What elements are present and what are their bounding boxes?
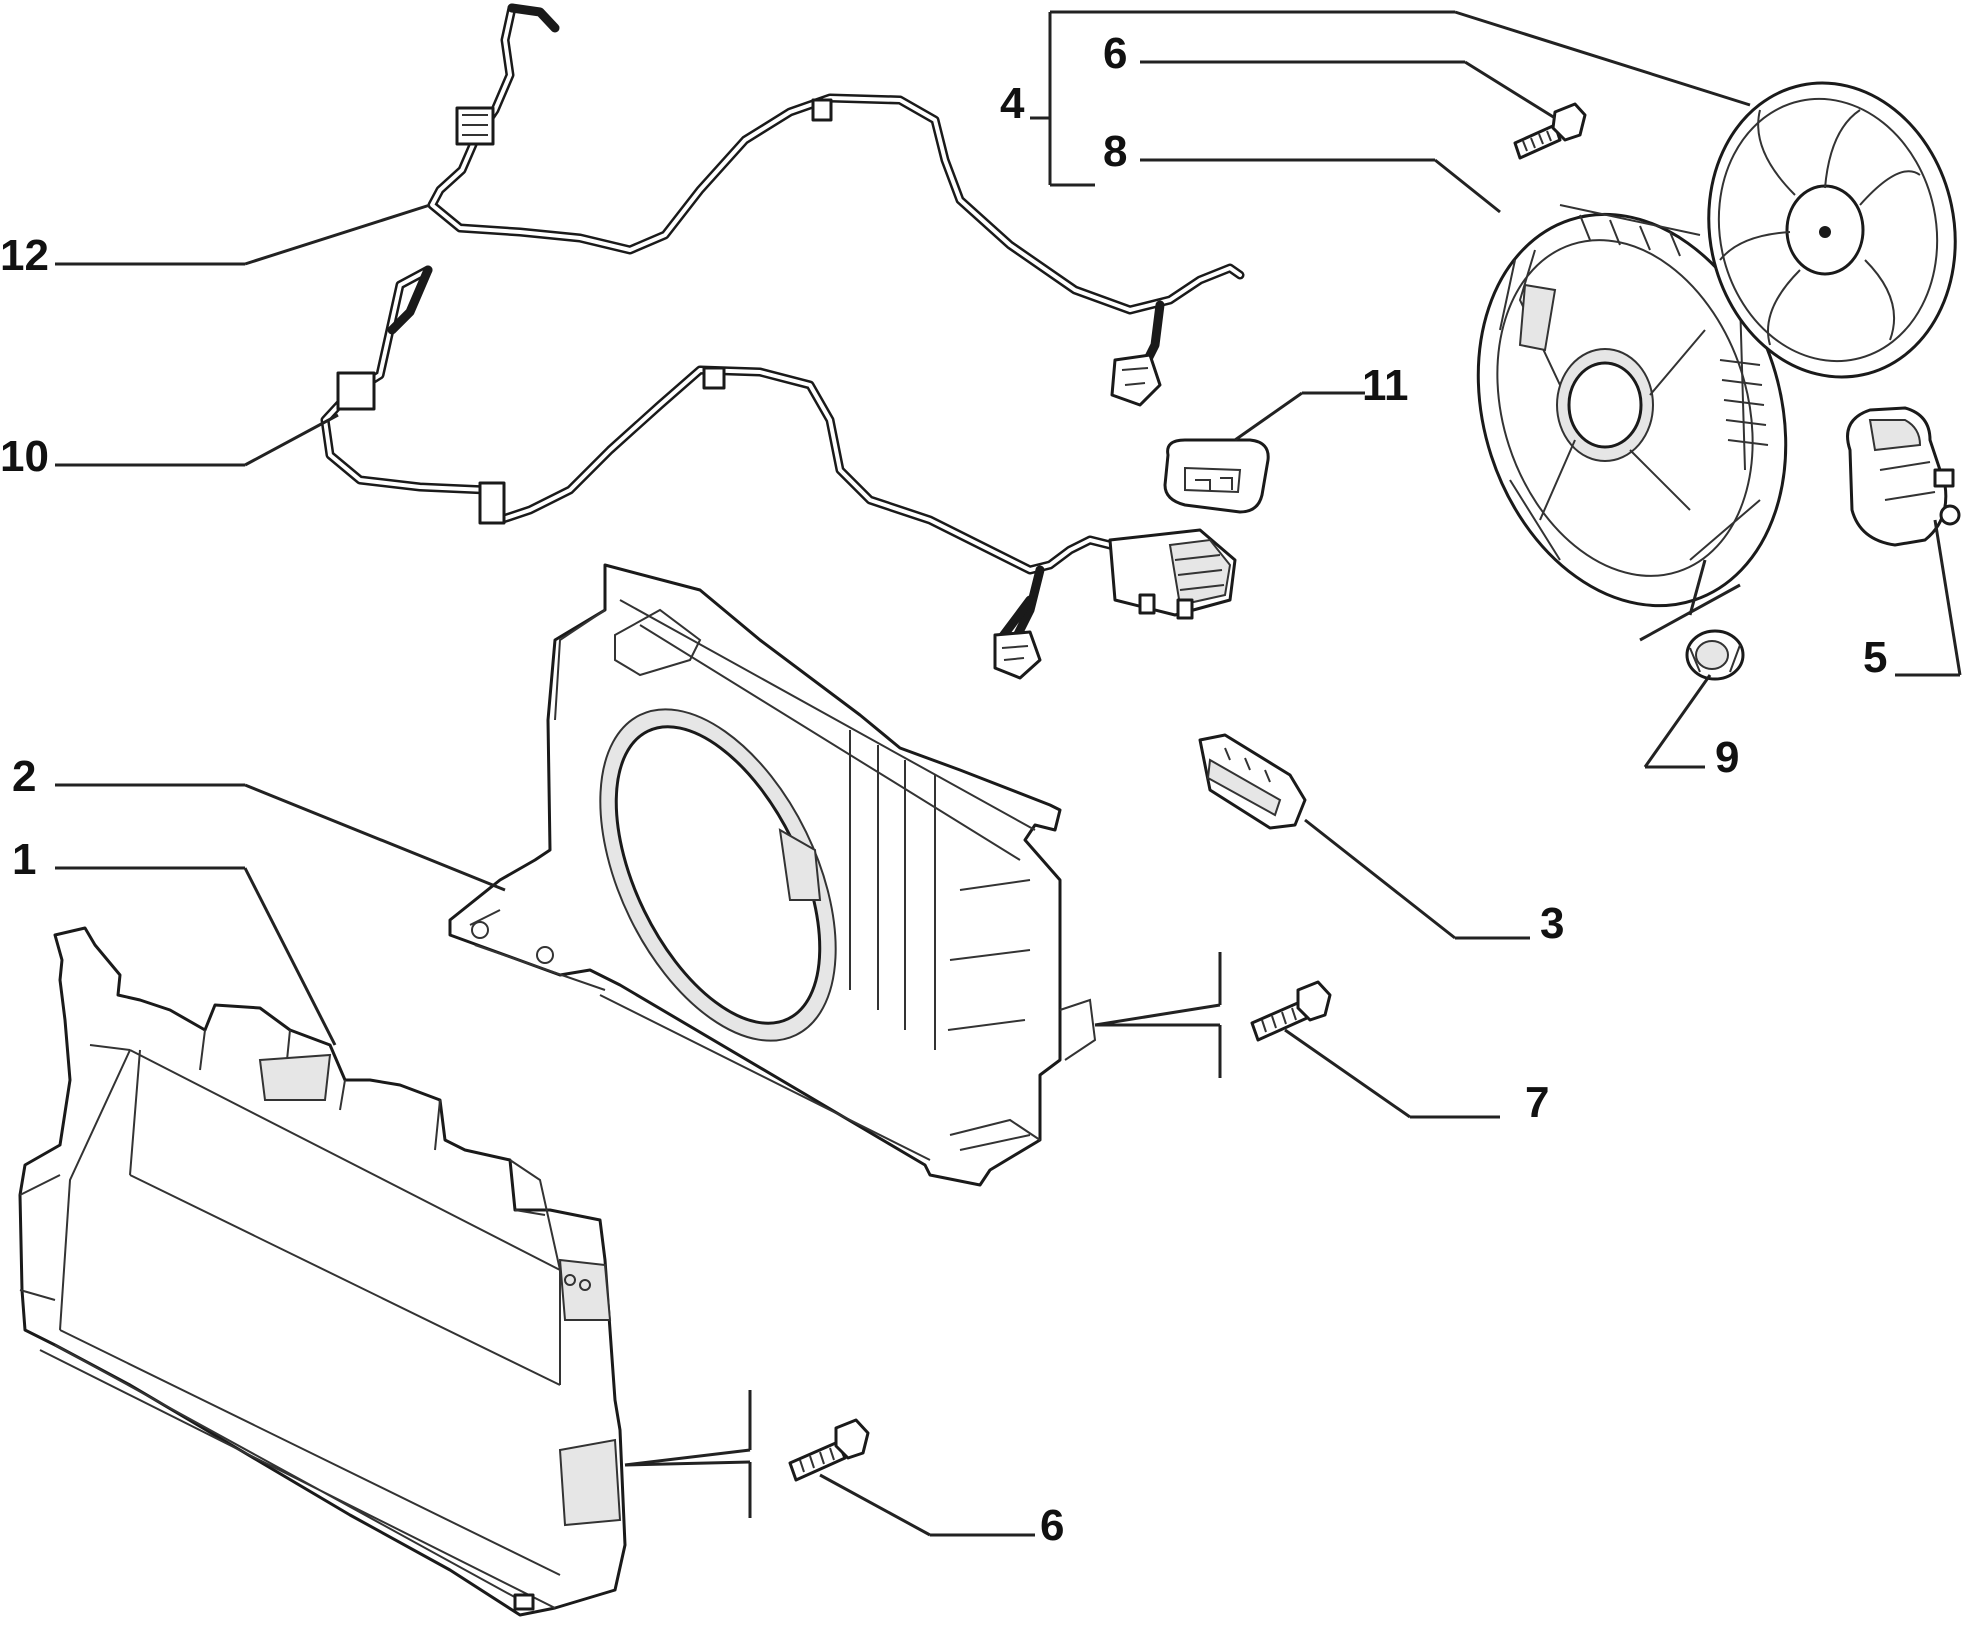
part-3-resistor (1198, 733, 1307, 830)
callout-6-top: 6 (1103, 29, 1127, 78)
part-5-connector (1846, 406, 1961, 547)
leader-3 (1304, 818, 1456, 940)
leader-9-angle (1643, 674, 1712, 768)
callout-12: 12 (0, 231, 49, 280)
leader-6-bottom (819, 1473, 931, 1537)
callout-6-bottom: 6 (1040, 1501, 1064, 1550)
callout-4: 4 (1000, 79, 1025, 128)
part-1-support-frame (18, 926, 627, 1617)
leader-12-angle (244, 203, 431, 266)
fan-impeller (1707, 81, 1957, 379)
part-12-wiring-harness (427, 3, 1245, 407)
leader-2-angle (244, 783, 506, 892)
part-6-bolt-bottom (624, 1390, 870, 1518)
part-7-bolt (1094, 952, 1332, 1078)
part-8-fan-shroud (1476, 204, 1788, 608)
part-9-bushing (1639, 559, 1745, 681)
leader-10-angle (244, 413, 339, 467)
part-10-wiring-harness (320, 265, 1237, 680)
callout-2: 2 (12, 752, 36, 801)
leader-5-angle (1933, 519, 1962, 676)
callout-1: 1 (12, 835, 36, 884)
leader-1-angle (243, 867, 337, 1046)
callout-5: 5 (1863, 633, 1887, 682)
callout-10: 10 (0, 432, 49, 481)
part-6-bolt-top (1513, 102, 1587, 160)
callout-11: 11 (1362, 361, 1409, 410)
part-11-cover (1163, 438, 1270, 514)
callout-7: 7 (1525, 1078, 1549, 1127)
callout-8: 8 (1103, 127, 1127, 176)
callout-9: 9 (1715, 733, 1739, 782)
leader-11-angle (1234, 391, 1303, 442)
leader-7 (1284, 1028, 1411, 1119)
part-2-fan-frame (448, 563, 1097, 1187)
leader-6-top-angle (1464, 60, 1556, 120)
leader-8-angle (1434, 158, 1501, 214)
callout-3: 3 (1540, 899, 1564, 948)
part-4-bracket (1030, 10, 1751, 187)
